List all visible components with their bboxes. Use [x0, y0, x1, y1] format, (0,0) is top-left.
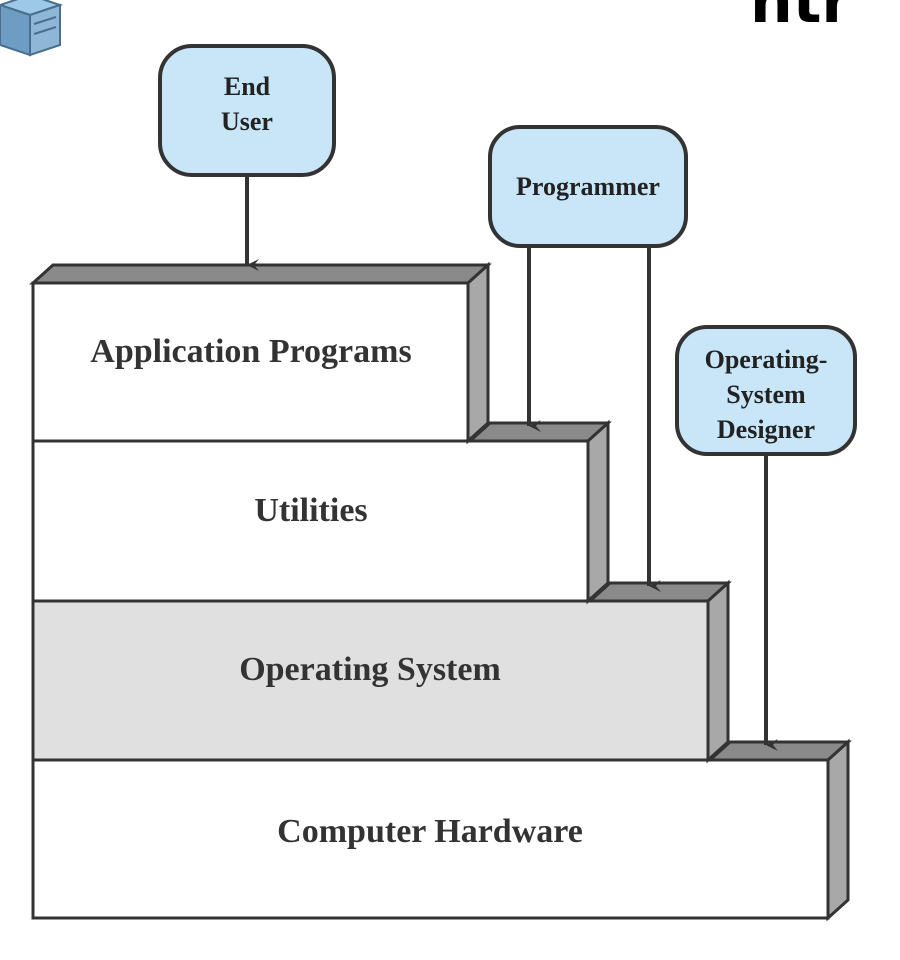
layer-label: Utilities — [254, 492, 367, 529]
layer-utilities: Utilities — [31, 419, 612, 605]
actor-label: Programmer — [516, 172, 660, 201]
layer-box — [31, 281, 470, 443]
layer-side — [586, 419, 610, 605]
layer-ledge — [706, 740, 852, 762]
actor-box — [158, 44, 336, 177]
layer-side — [826, 738, 850, 922]
layer-label: Application Programs — [90, 333, 411, 370]
layer-ledge — [466, 421, 612, 443]
actor-label: System — [726, 380, 806, 409]
actor-label: Designer — [717, 415, 815, 444]
server-icon — [0, 0, 64, 57]
actor-box — [675, 325, 857, 456]
actor-box — [488, 125, 688, 248]
layer-label: Operating System — [239, 651, 501, 688]
layer-box — [31, 599, 710, 762]
layer-top — [29, 263, 492, 285]
layer-computer-hardware: Computer Hardware — [31, 738, 852, 922]
layer-label: Computer Hardware — [277, 813, 583, 850]
actor-os-designer: Operating- System Designer — [675, 325, 857, 456]
actor-programmer: Programmer — [488, 125, 688, 248]
layer-side — [466, 261, 490, 445]
layer-application-programs: Application Programs — [29, 261, 492, 445]
layer-ledge — [586, 581, 732, 603]
layer-side — [706, 579, 730, 764]
corner-title: ntr — [750, 0, 851, 37]
layer-operating-system: Operating System — [31, 579, 732, 764]
actor-label: End — [224, 72, 271, 101]
layer-box — [31, 439, 590, 603]
actor-end-user: End User — [158, 44, 336, 177]
actor-label: Operating- — [705, 345, 828, 374]
actor-label: User — [221, 107, 273, 136]
